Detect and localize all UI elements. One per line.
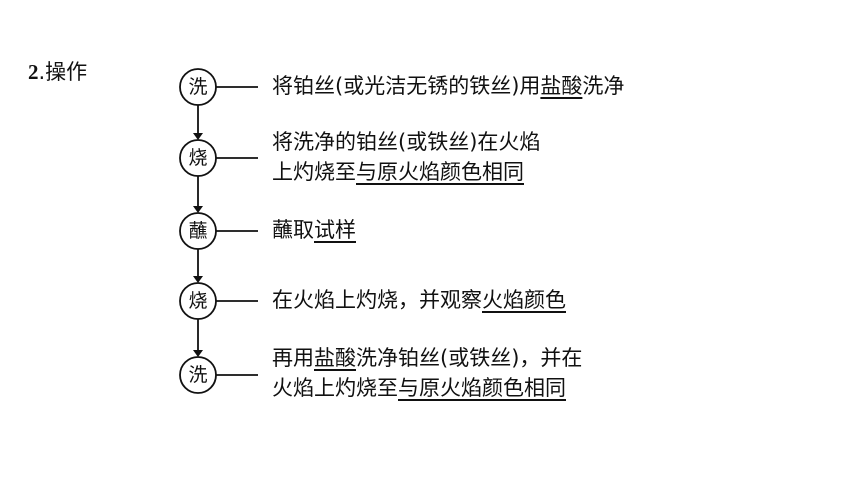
description-line: 将洗净的铂丝(或铁丝)在火焰 [272, 127, 540, 157]
description-line: 蘸取试样 [272, 215, 356, 245]
step-icon-wash: 洗 [188, 76, 208, 98]
step-description: 蘸取试样 [272, 215, 356, 245]
text-segment: 在火焰上灼烧，并观察 [272, 288, 482, 312]
description-line: 将铂丝(或光洁无锈的铁丝)用盐酸洗净 [272, 71, 624, 101]
arrowhead-icon [193, 133, 203, 140]
underlined-text: 与原火焰颜色相同 [356, 160, 524, 184]
text-segment: 再用 [272, 346, 314, 370]
step-icon-wash: 洗 [188, 364, 208, 386]
underlined-text: 与原火焰颜色相同 [398, 376, 566, 400]
underlined-text: 盐酸 [314, 346, 356, 370]
arrowhead-icon [193, 350, 203, 357]
arrowhead-icon [193, 276, 203, 283]
text-segment: 蘸取 [272, 218, 314, 242]
text-segment: 洗净 [582, 74, 625, 98]
description-line: 上灼烧至与原火焰颜色相同 [272, 157, 540, 187]
underlined-text: 火焰颜色 [482, 288, 566, 312]
text-segment: 火焰上灼烧至 [272, 376, 398, 400]
underlined-text: 试样 [314, 218, 356, 242]
description-line: 火焰上灼烧至与原火焰颜色相同 [272, 373, 582, 403]
section-title: .操作 [38, 60, 88, 84]
section-heading: 2.操作 [28, 56, 87, 86]
section-number: 2 [28, 60, 39, 84]
step-icon-burn: 烧 [188, 290, 208, 312]
step-description: 在火焰上灼烧，并观察火焰颜色 [272, 285, 566, 315]
underlined-text: 盐酸 [540, 74, 583, 98]
text-segment: 洗净铂丝(或铁丝)，并在 [356, 346, 583, 370]
text-segment: 将洗净的铂丝(或铁丝)在火焰 [272, 130, 541, 154]
step-description: 将洗净的铂丝(或铁丝)在火焰上灼烧至与原火焰颜色相同 [272, 127, 540, 187]
description-line: 再用盐酸洗净铂丝(或铁丝)，并在 [272, 343, 582, 373]
text-segment: 上灼烧至 [272, 160, 356, 184]
step-description: 再用盐酸洗净铂丝(或铁丝)，并在火焰上灼烧至与原火焰颜色相同 [272, 343, 582, 403]
step-description: 将铂丝(或光洁无锈的铁丝)用盐酸洗净 [272, 71, 624, 101]
text-segment: 将铂丝(或光洁无锈的铁丝)用 [272, 74, 541, 98]
arrowhead-icon [193, 206, 203, 213]
step-icon-burn: 烧 [188, 147, 208, 169]
description-line: 在火焰上灼烧，并观察火焰颜色 [272, 285, 566, 315]
step-icon-dip: 蘸 [188, 220, 208, 242]
